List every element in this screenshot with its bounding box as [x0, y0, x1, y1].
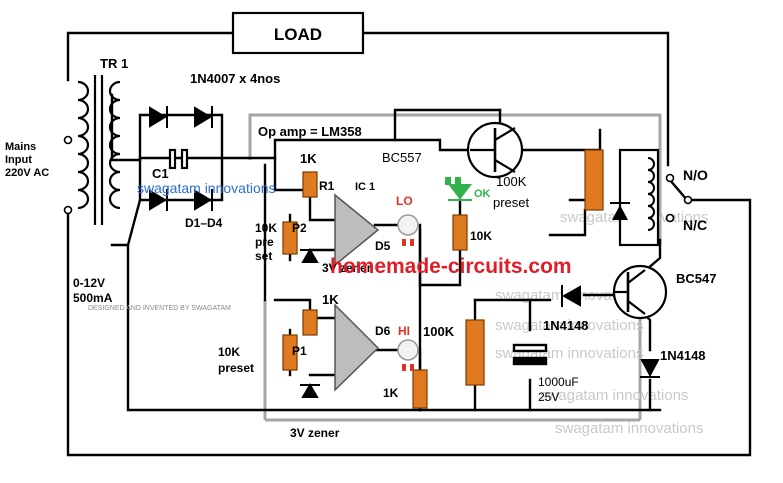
- diode-1n4148-left: [561, 285, 581, 307]
- preset-top-label: pre: [255, 235, 274, 249]
- bc547-label: BC547: [676, 271, 716, 286]
- bc557-label: BC557: [382, 150, 422, 165]
- relay-nc-label: N/C: [683, 217, 707, 233]
- transformer: [77, 75, 121, 225]
- p1-label: P1: [292, 344, 307, 358]
- preset-100k-label: 100K: [496, 174, 527, 189]
- r-10k-label: 10K: [470, 229, 492, 243]
- r-100k-label: 100K: [423, 324, 455, 339]
- preset-bottom-label: preset: [218, 361, 254, 375]
- transistor-bc547: [612, 264, 668, 320]
- diodes-label: 1N4007 x 4nos: [190, 71, 280, 86]
- site-credit: homemade-circuits.com: [330, 255, 572, 278]
- secondary-label: 500mA: [73, 291, 113, 305]
- p2-label: P2: [292, 221, 307, 235]
- diode-1n4148-right-label: 1N4148: [660, 348, 706, 363]
- ic1-label: IC 1: [355, 181, 375, 193]
- bridge-name-label: D1–D4: [185, 216, 223, 230]
- preset-100k-label: preset: [493, 195, 530, 210]
- preset-top-label: 10K: [255, 221, 277, 235]
- capacitor-c1: [168, 148, 189, 170]
- relay-no-label: N/O: [683, 167, 708, 183]
- load-box: LOAD: [231, 11, 365, 55]
- mains-label: 220V AC: [5, 167, 49, 179]
- d5-label: D5: [375, 239, 391, 253]
- led-ok: [445, 177, 473, 201]
- zener-top-label: 3V zener: [322, 261, 372, 275]
- led-lo: [397, 214, 419, 246]
- r1-label: R1: [319, 179, 335, 193]
- watermark-text: swagatam innovations: [495, 317, 643, 334]
- zener-bottom-label: 3V zener: [290, 426, 340, 440]
- wires: [66, 31, 752, 457]
- diode-1n4148-left-label: 1N4148: [543, 318, 589, 333]
- preset-bottom-label: 10K: [218, 345, 240, 359]
- watermark-text: swagatam innovations: [555, 420, 703, 437]
- opamps: [334, 193, 380, 392]
- mains-label: Mains: [5, 141, 36, 153]
- mains-terminals: [63, 135, 73, 215]
- labels: TR 1 1N4007 x 4nos Mains Input 220V AC C…: [5, 56, 716, 440]
- opamp-label: Op amp = LM358: [258, 124, 362, 139]
- c1-label: C1: [152, 166, 169, 181]
- mains-label: Input: [5, 154, 32, 166]
- r-top-label: 1K: [300, 151, 317, 166]
- ok-label: OK: [474, 188, 491, 200]
- cap-value-label: 25V: [538, 390, 559, 404]
- diode-1n4148-right: [640, 359, 660, 378]
- preset-top-label: set: [255, 249, 272, 263]
- d6-label: D6: [375, 324, 391, 338]
- relay: [610, 148, 693, 247]
- led-hi: [397, 339, 419, 371]
- panel-frame: [248, 113, 662, 422]
- capacitor-1000uf: [512, 343, 548, 366]
- zeners: [300, 248, 320, 398]
- transformer-label: TR 1: [100, 56, 128, 71]
- transistor-bc557: [466, 121, 524, 179]
- r-led-hi-label: 1K: [383, 386, 399, 400]
- r-mid-label: 1K: [322, 292, 339, 307]
- load-label: LOAD: [274, 25, 322, 44]
- watermark-text: swagatam innovations: [540, 387, 688, 404]
- branding: swagatam innovations DESIGNED AND INVENT…: [88, 180, 572, 312]
- hi-label: HI: [398, 324, 410, 338]
- bridge-diodes: [149, 106, 213, 211]
- lo-label: LO: [396, 194, 413, 208]
- watermarks: swagatam innovations swagatam innovation…: [495, 209, 708, 437]
- resistors: [282, 149, 604, 409]
- secondary-label: 0-12V: [73, 276, 105, 290]
- cap-value-label: 1000uF: [538, 375, 579, 389]
- designed-by-credit: DESIGNED AND INVENTED BY SWAGATAM: [88, 305, 231, 312]
- author-credit: swagatam innovations: [137, 180, 276, 196]
